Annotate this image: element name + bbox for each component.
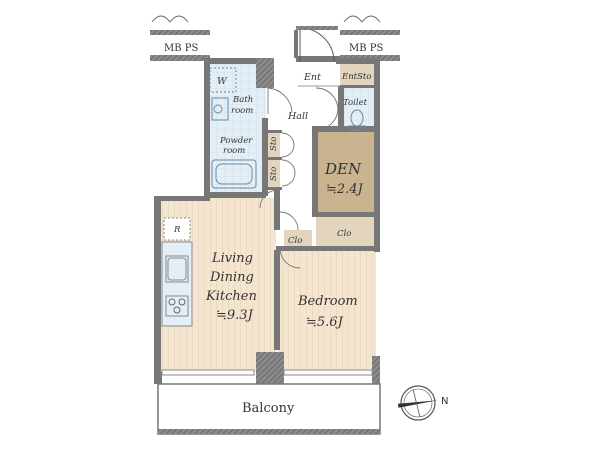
toilet-bowl xyxy=(348,109,366,131)
ldk-label-2: Dining xyxy=(209,270,254,285)
powder-label-2: room xyxy=(223,146,245,156)
ldk-area: ≒9.3J xyxy=(216,308,254,323)
washer-label: W xyxy=(217,76,228,87)
mbps-right-unit: MB PS xyxy=(340,15,400,61)
balcony xyxy=(157,383,381,435)
toilet-floor xyxy=(340,88,374,128)
balcony-label: Balcony xyxy=(242,401,295,416)
ldk-label-3: Kitchen xyxy=(205,289,257,304)
den-floor xyxy=(316,130,374,212)
sto-upper-label: Sto xyxy=(269,137,279,151)
powder-label-1: Powder xyxy=(219,136,253,146)
bedroom-area: ≒5.6J xyxy=(306,315,344,330)
ldk-label-1: Living xyxy=(211,251,253,266)
sto-lower-label: Sto xyxy=(269,167,279,181)
den-label: DEN xyxy=(324,160,362,178)
fridge-label: R xyxy=(173,225,181,235)
bath-label-2: room xyxy=(231,106,253,116)
kitchen-counter xyxy=(161,217,193,327)
compass-icon xyxy=(397,385,438,421)
entsto-floor xyxy=(340,64,374,86)
door-swings xyxy=(259,87,339,269)
hall-label: Hall xyxy=(287,111,308,122)
entrance-door xyxy=(294,26,338,63)
toilet-label: Toilet xyxy=(343,98,368,108)
den-area: ≒2.4J xyxy=(326,182,364,197)
clo-right-label: Clo xyxy=(337,229,351,239)
clo-left-label: Clo xyxy=(288,236,302,246)
walls xyxy=(154,56,380,384)
bath-label-1: Bath xyxy=(232,95,253,105)
bedroom-label: Bedroom xyxy=(297,294,358,309)
mbps-right-label: MB PS xyxy=(349,43,383,54)
mbps-left-label: MB PS xyxy=(164,43,198,54)
ent-label: Ent xyxy=(303,72,321,83)
mbps-left-unit: MB PS xyxy=(150,15,210,61)
windows xyxy=(161,369,373,376)
bedroom-floor xyxy=(278,250,376,372)
entsto-label: EntSto xyxy=(341,72,371,82)
compass-north-label: N xyxy=(441,396,448,407)
bath-fixtures xyxy=(209,67,257,189)
